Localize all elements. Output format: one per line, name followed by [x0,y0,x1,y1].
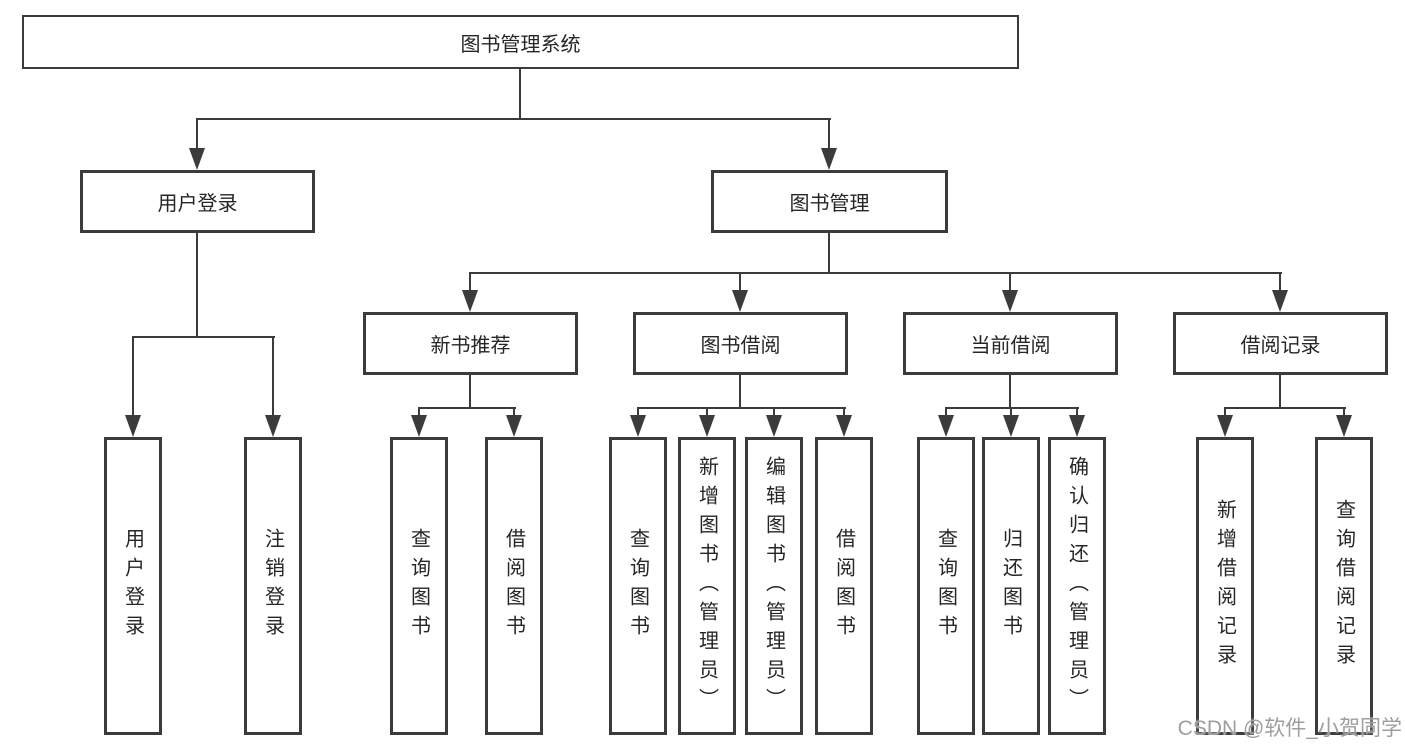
connector-stem-e2 [1343,407,1345,419]
arrowhead-d3 [1069,415,1085,437]
leaf-query-borrow-record-label: 查询借阅记录 [1332,499,1355,673]
connector-stem-borrow-records [1279,272,1281,294]
connector-stem-leaf-logout [272,336,274,419]
connector-level3-rail [469,272,1282,274]
leaf-add-borrow-record-label: 新增借阅记录 [1213,499,1236,673]
node-user-login: 用户登录 [80,170,315,233]
node-root-label: 图书管理系统 [460,33,581,56]
leaf-user-login-label: 用户登录 [121,528,144,644]
node-new-book-rec: 新书推荐 [363,312,578,375]
node-borrow-records: 借阅记录 [1173,312,1388,375]
arrowhead-new-book-rec [462,290,478,312]
leaf-return-books-label: 归还图书 [999,528,1022,644]
leaf-borrow-books-rec-label: 借阅图书 [502,528,525,644]
arrowhead-e2 [1336,415,1352,437]
node-new-book-rec-label: 新书推荐 [430,335,511,357]
arrowhead-c3 [766,415,782,437]
arrowhead-e1 [1217,415,1233,437]
connector-stem-book-mgmt [828,118,830,152]
connector-user-login-stem [196,233,198,336]
leaf-add-book-admin: 新增图书（管理员） [678,437,736,735]
connector-level2-rail [196,118,831,120]
leaf-query-books-borrow-label: 查询图书 [626,528,649,644]
arrowhead-b1 [411,415,427,437]
arrowhead-b2 [506,415,522,437]
arrowhead-book-borrow [732,290,748,312]
connector-stem-d3 [1076,407,1078,419]
connector-new-book-rec-rail [418,407,516,409]
node-user-login-label: 用户登录 [157,193,238,215]
connector-borrow-records-stem [1279,375,1281,407]
node-root: 图书管理系统 [22,15,1019,69]
node-book-borrow: 图书借阅 [633,312,848,375]
leaf-borrow-books-rec: 借阅图书 [485,437,543,735]
leaf-user-login: 用户登录 [104,437,162,735]
leaf-query-books-rec-label: 查询图书 [407,528,430,644]
connector-borrow-records-rail [1224,407,1346,409]
leaf-confirm-return-admin-label: 确认归还（管理员） [1065,455,1088,717]
arrowhead-leaf-user-login [125,415,141,437]
leaf-borrow-books-2-label: 借阅图书 [832,528,855,644]
connector-root-stem [519,69,521,118]
connector-stem-c4 [843,407,845,419]
connector-new-book-rec-stem [469,375,471,407]
connector-stem-c3 [773,407,775,419]
leaf-query-books-current: 查询图书 [917,437,975,735]
arrowhead-book-mgmt [821,148,837,170]
leaf-query-borrow-record: 查询借阅记录 [1315,437,1373,735]
leaf-return-books: 归还图书 [982,437,1040,735]
arrowhead-c2 [699,415,715,437]
arrowhead-current-borrow [1002,290,1018,312]
connector-stem-c2 [706,407,708,419]
connector-book-borrow-stem [739,375,741,407]
node-book-borrow-label: 图书借阅 [700,335,781,357]
leaf-edit-book-admin: 编辑图书（管理员） [745,437,803,735]
node-book-mgmt-label: 图书管理 [789,193,870,215]
connector-stem-e1 [1224,407,1226,419]
arrowhead-d1 [938,415,954,437]
arrowhead-c1 [630,415,646,437]
leaf-confirm-return-admin: 确认归还（管理员） [1048,437,1106,735]
watermark: CSDN @软件_小贺同学 [1177,717,1402,740]
arrowhead-d2 [1003,415,1019,437]
leaf-add-book-admin-label: 新增图书（管理员） [695,455,718,717]
leaf-edit-book-admin-label: 编辑图书（管理员） [762,455,785,717]
connector-book-borrow-rail [637,407,846,409]
connector-user-login-rail [132,336,275,338]
leaf-query-books-rec: 查询图书 [390,437,448,735]
connector-stem-b2 [513,407,515,419]
leaf-add-borrow-record: 新增借阅记录 [1196,437,1254,735]
leaf-logout: 注销登录 [244,437,302,735]
node-borrow-records-label: 借阅记录 [1240,335,1321,357]
arrowhead-borrow-records [1272,290,1288,312]
leaf-logout-label: 注销登录 [261,528,284,644]
node-current-borrow: 当前借阅 [903,312,1118,375]
arrowhead-user-login [189,148,205,170]
connector-current-borrow-stem [1009,375,1011,407]
leaf-borrow-books-2: 借阅图书 [815,437,873,735]
connector-stem-b1 [418,407,420,419]
connector-stem-d2 [1010,407,1012,419]
connector-stem-leaf-user-login [132,336,134,419]
connector-stem-c1 [637,407,639,419]
connector-stem-d1 [945,407,947,419]
connector-current-borrow-rail [945,407,1079,409]
arrowhead-leaf-logout [265,415,281,437]
connector-stem-current-borrow [1009,272,1011,294]
node-book-mgmt: 图书管理 [711,170,948,233]
leaf-query-books-current-label: 查询图书 [934,528,957,644]
leaf-query-books-borrow: 查询图书 [609,437,667,735]
arrowhead-c4 [836,415,852,437]
connector-stem-new-book-rec [469,272,471,294]
node-current-borrow-label: 当前借阅 [970,335,1051,357]
connector-stem-book-borrow [739,272,741,294]
connector-stem-user-login [196,118,198,152]
connector-book-mgmt-stem [828,233,830,272]
